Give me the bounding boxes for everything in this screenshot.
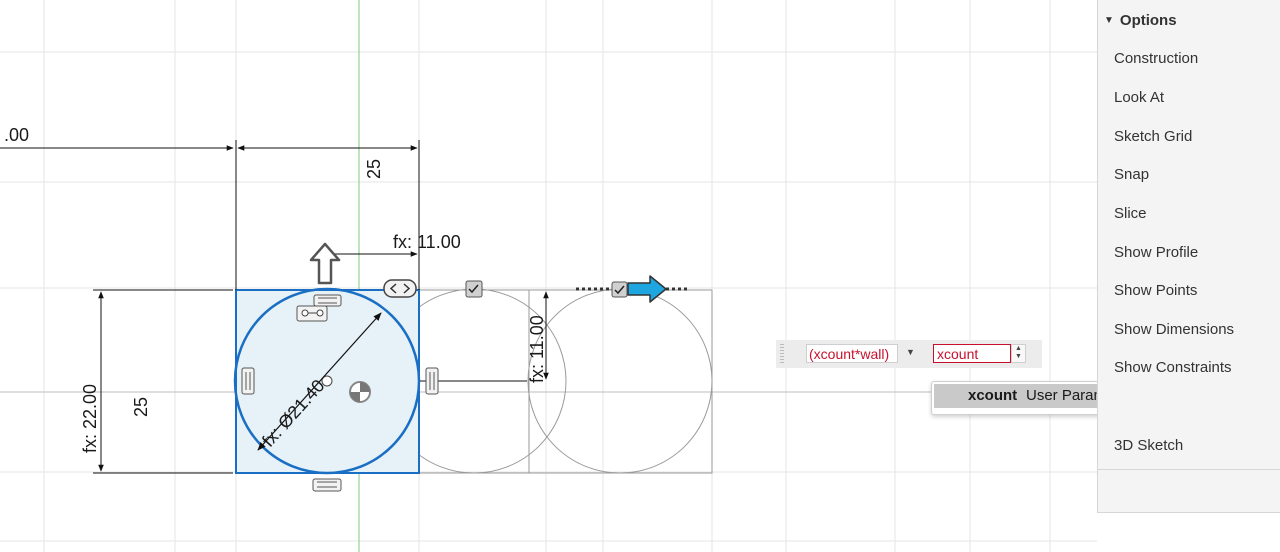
chevron-down-icon[interactable]: ▼ [906, 347, 915, 357]
stepper-up-icon[interactable]: ▲ [1015, 345, 1022, 352]
option-construction[interactable]: Construction [1114, 50, 1199, 67]
autocomplete-item-name: xcount [968, 387, 1018, 404]
option-slice[interactable]: Slice [1114, 205, 1147, 222]
checkbox-constraint-icon[interactable] [465, 280, 483, 298]
diameter-dim-line [257, 312, 382, 451]
coincident-constraint-icon[interactable] [296, 305, 328, 322]
option-show-dimensions[interactable]: Show Dimensions [1114, 321, 1235, 338]
symmetry-constraint-icon[interactable] [383, 279, 417, 298]
horizontal-constraint-icon[interactable] [313, 294, 342, 307]
left-height-dim-text[interactable]: fx: 22.00 [80, 384, 100, 453]
expression-field[interactable]: (xcount*wall) [806, 344, 898, 363]
vertical-constraint-left-icon[interactable] [241, 367, 255, 395]
drag-grip-handle[interactable] [780, 344, 784, 364]
options-panel: ▼ Options Construction Look At Sketch Gr… [1097, 0, 1280, 513]
direction-manipulator[interactable] [576, 275, 690, 303]
value-stepper[interactable]: ▲ ▼ [1011, 344, 1026, 363]
options-divider [1098, 469, 1280, 470]
options-title: Options [1119, 11, 1177, 29]
horizontal-constraint-bottom-icon[interactable] [312, 478, 342, 492]
top-overall-dim-text[interactable]: .00 [4, 125, 29, 145]
option-show-constraints[interactable]: Show Constraints [1114, 359, 1232, 376]
option-snap[interactable]: Snap [1114, 166, 1150, 183]
value-input-toolbar: (xcount*wall) ▼ ▲ ▼ [776, 340, 1042, 368]
left-inner-dim-text[interactable]: 25 [131, 397, 151, 417]
top-width-dim-text[interactable]: 25 [364, 159, 384, 179]
right-height-dim-text[interactable]: fx: 11.00 [527, 315, 547, 383]
option-show-points[interactable]: Show Points [1114, 282, 1198, 299]
options-header[interactable]: ▼ Options [1098, 0, 1280, 40]
move-up-arrow-icon[interactable] [309, 242, 341, 285]
option-3d-sketch[interactable]: 3D Sketch [1114, 437, 1184, 454]
option-sketch-grid[interactable]: Sketch Grid [1114, 128, 1193, 145]
vertical-constraint-right-icon[interactable] [425, 367, 439, 395]
option-look-at[interactable]: Look At [1114, 89, 1165, 106]
offset-dim-text[interactable]: fx: 11.00 [393, 232, 461, 252]
option-show-profile[interactable]: Show Profile [1114, 244, 1199, 261]
collapse-triangle-icon[interactable]: ▼ [1104, 14, 1114, 26]
origin-point-icon[interactable] [349, 381, 371, 403]
stepper-down-icon[interactable]: ▼ [1015, 353, 1022, 360]
sketch-grid [0, 0, 1097, 552]
parameter-input[interactable] [933, 344, 1011, 363]
